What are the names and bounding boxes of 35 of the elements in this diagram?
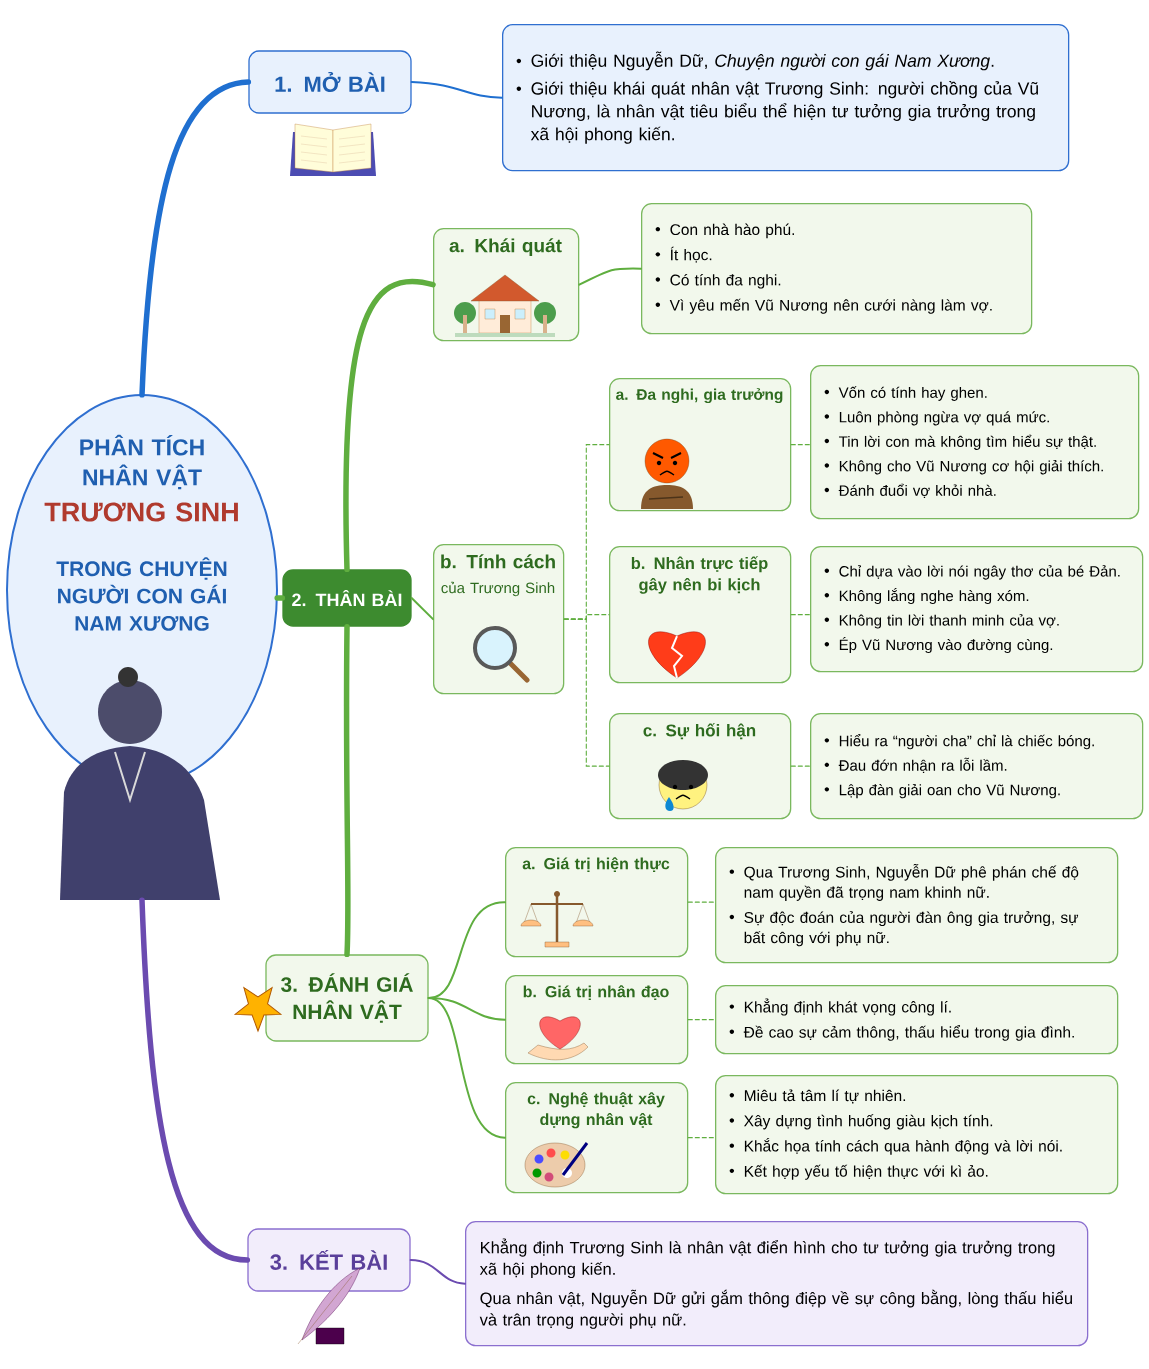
connector-line xyxy=(410,81,503,99)
bullet-list-box: Khẳng định Trương Sinh là nhân vật điển hình cho tư tưởng gia trưởng trong xã hội phong kiến. Qua nhân vật, Nguyễn Dữ gửi gắm thông điệp về sự công bằng, lòng thấu hiểu và trân trọng người phụ nữ. xyxy=(465,1221,1089,1347)
bullet-list-box: Con nhà hào phú. Ít học. Có tính đa nghi. Vì yêu mến Vũ Nương nên cưới nàng làm vợ. xyxy=(641,203,1033,335)
bullet-list-box: Hiểu ra “người cha” chỉ là chiếc bóng. Đau đớn nhận ra lỗi lầm. Lập đàn giải oan cho Vũ Nương. xyxy=(810,713,1144,820)
connector-line xyxy=(274,595,286,601)
section-box: 1. MỞ BÀI xyxy=(248,50,412,114)
connector-line xyxy=(790,614,811,616)
connector-line xyxy=(343,278,436,573)
topic-box: a. Giá trị hiện thực xyxy=(505,847,689,958)
bullet-list-box: Miêu tả tâm lí tự nhiên. Xây dựng tình huống giàu kịch tính. Khắc họa tính cách qua hành động và lời nói. Kết hợp yếu tố hiện thực với kì ảo. xyxy=(715,1075,1119,1195)
connector-line xyxy=(409,1259,466,1285)
title-oval: PHÂN TÍCH NHÂN VẬT TRƯƠNG SINH TRONG CHUYỆN NGƯỜI CON GÁI NAM XƯƠNG xyxy=(6,394,278,786)
connector-line xyxy=(139,897,251,1263)
connector-line xyxy=(687,1019,716,1021)
bullet-list-box: Qua Trương Sinh, Nguyễn Dữ phê phán chế độ nam quyền đã trọng nam khinh nữ. Sự độc đoán của người đàn ông gia trưởng, sự bất công với phụ nữ. xyxy=(715,847,1119,964)
connector-line xyxy=(687,1137,716,1139)
connector-line xyxy=(410,597,434,621)
topic-box: b. Nhân trực tiếp gây nên bi kịch xyxy=(609,546,792,684)
connector-line xyxy=(563,618,610,767)
connector-line xyxy=(343,623,351,958)
bullet-list-box: Khẳng định khát vọng công lí. Đề cao sự cảm thông, thấu hiểu trong gia đình. xyxy=(715,985,1119,1055)
connector-line xyxy=(687,901,716,903)
section-box: 2. THÂN BÀI xyxy=(282,569,412,627)
connector-line xyxy=(578,267,642,286)
topic-box: b. Tính cách của Trương Sinh xyxy=(433,544,565,695)
section-box: 3. ĐÁNH GIÁ NHÂN VẬT xyxy=(265,954,429,1042)
bullet-list-box: Vốn có tính hay ghen. Luôn phòng ngừa vợ quá mức. Tin lời con mà không tìm hiểu sự thật. Không cho Vũ Nương cơ hội giải thích. Đánh đuổi vợ khỏi nhà. xyxy=(810,365,1140,520)
bullet-list-box: Giới thiệu Nguyễn Dữ, Chuyện người con gái Nam Xương. Giới thiệu khái quát nhân vật Trương Sinh: người chồng của Vũ Nương, là nhân vật tiêu biểu thể hiện tư tưởng gia trưởng trong xã hội phong kiến. xyxy=(502,24,1070,172)
connector-line xyxy=(790,444,811,446)
connector-line xyxy=(790,765,811,767)
bullet-list-box: Chỉ dựa vào lời nói ngây thơ của bé Đản. Không lắng nghe hàng xóm. Không tin lời thanh minh của vợ. Ép Vũ Nương vào đường cùng. xyxy=(810,546,1144,673)
connector-line xyxy=(139,79,252,398)
topic-box: b. Giá trị nhân đạo xyxy=(505,975,689,1065)
connector-line xyxy=(427,997,506,1139)
section-box: 3. KẾT BÀI xyxy=(247,1228,411,1292)
